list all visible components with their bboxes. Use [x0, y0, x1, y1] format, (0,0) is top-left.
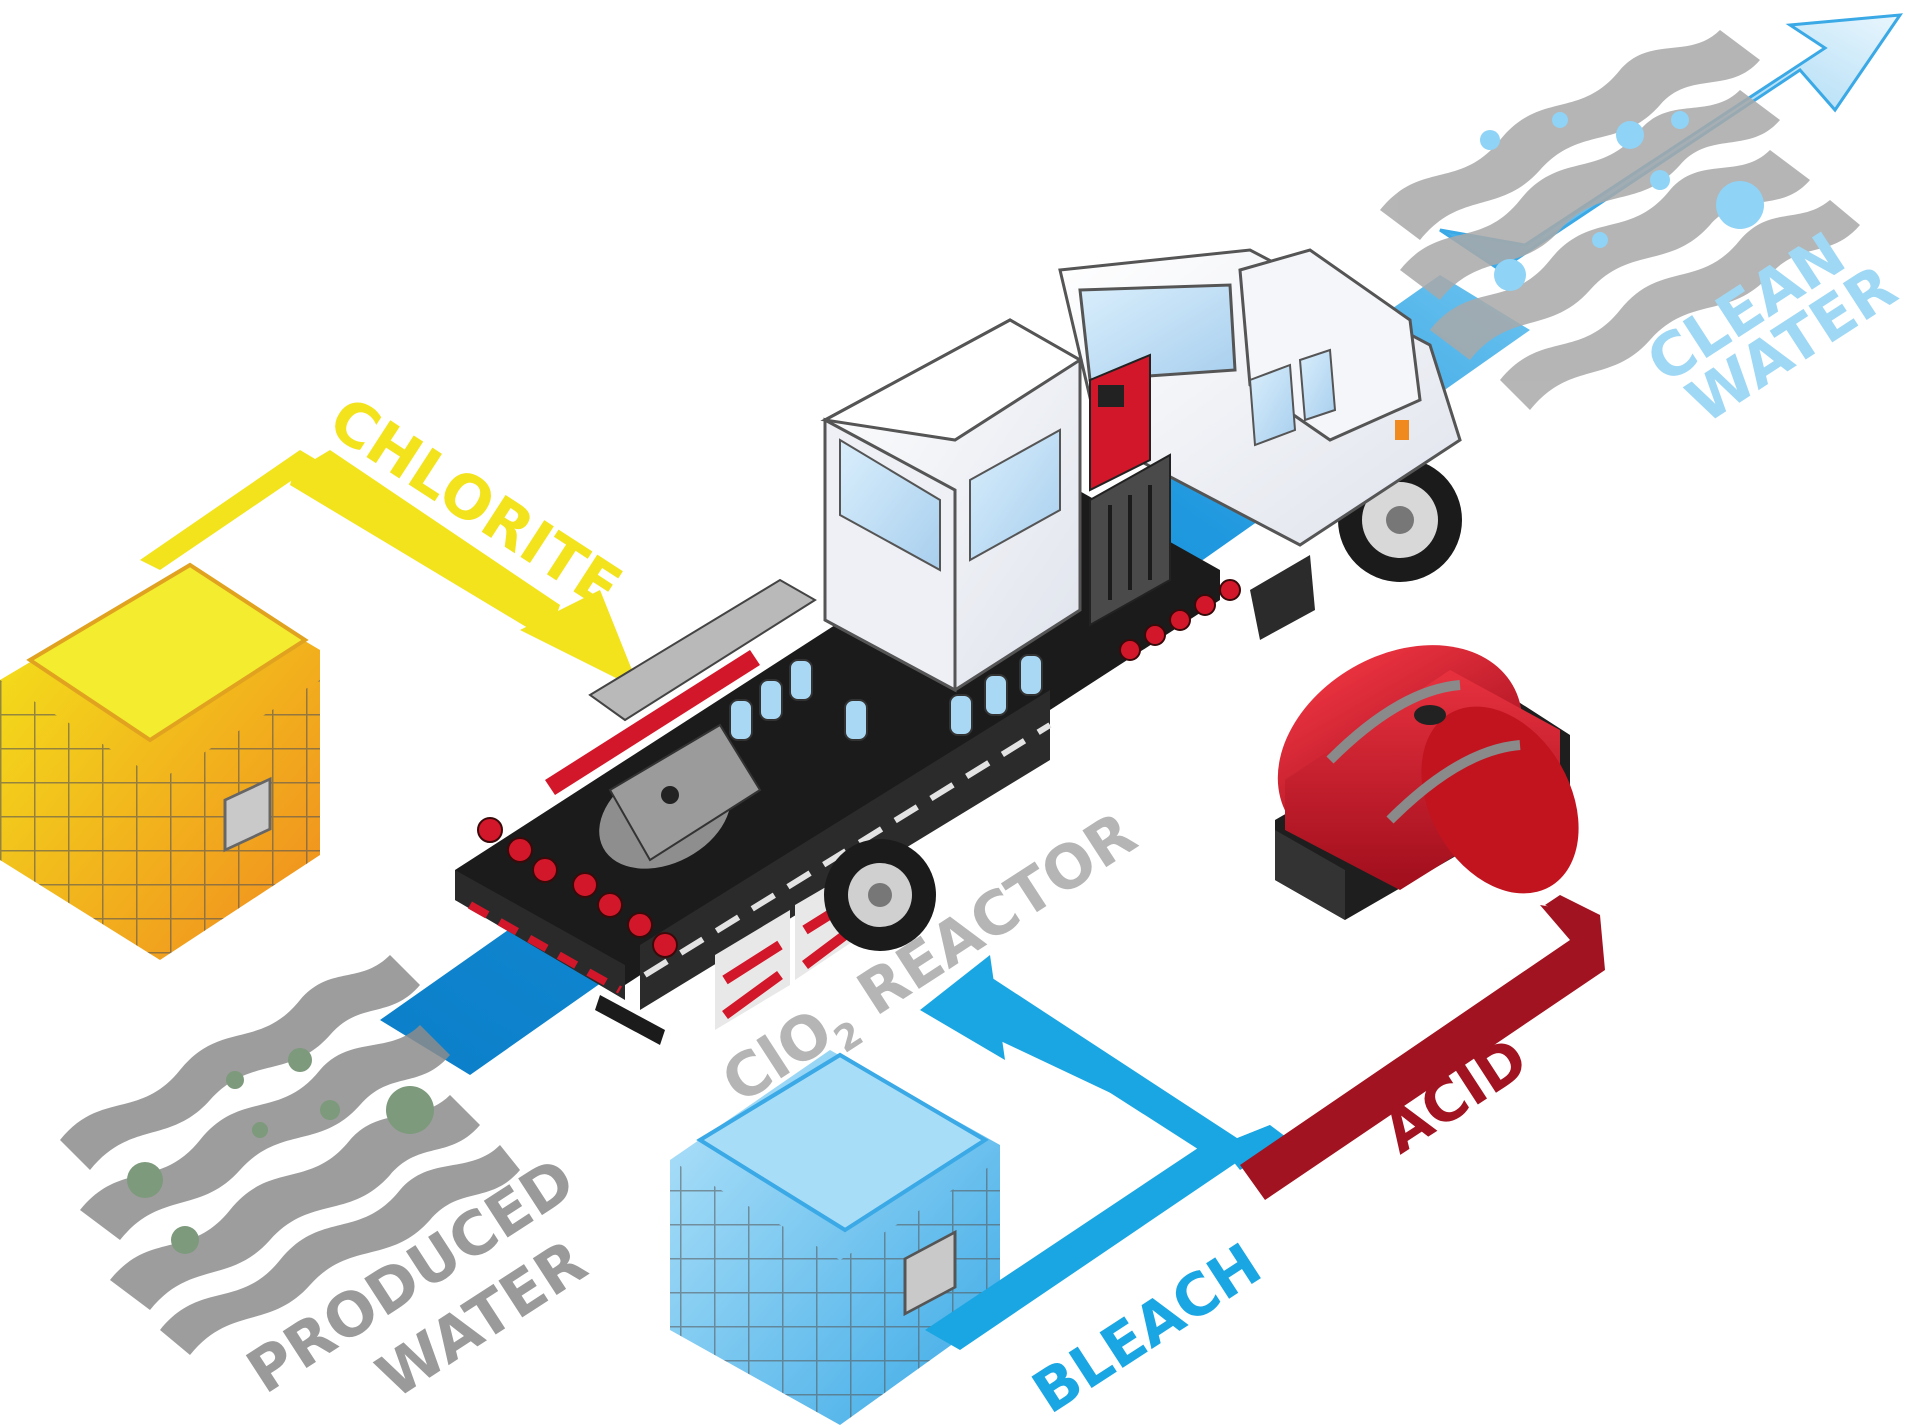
yellow-ibc-tote-icon [0, 562, 320, 960]
clo2-reactor-truck-icon [455, 248, 1462, 1045]
red-acid-tank-icon [1275, 645, 1579, 920]
chlorite-arrow [140, 450, 640, 690]
dirty-water-bubbles [127, 1048, 434, 1254]
clean-water-waves-icon [1380, 30, 1860, 410]
blue-ibc-tote-icon [670, 1050, 1000, 1425]
clean-water-bubbles [1480, 111, 1764, 291]
bleach-arrow [920, 955, 1290, 1350]
acid-pipe [1240, 895, 1605, 1200]
clean-water-label: CLEAN WATER [1635, 219, 1909, 437]
